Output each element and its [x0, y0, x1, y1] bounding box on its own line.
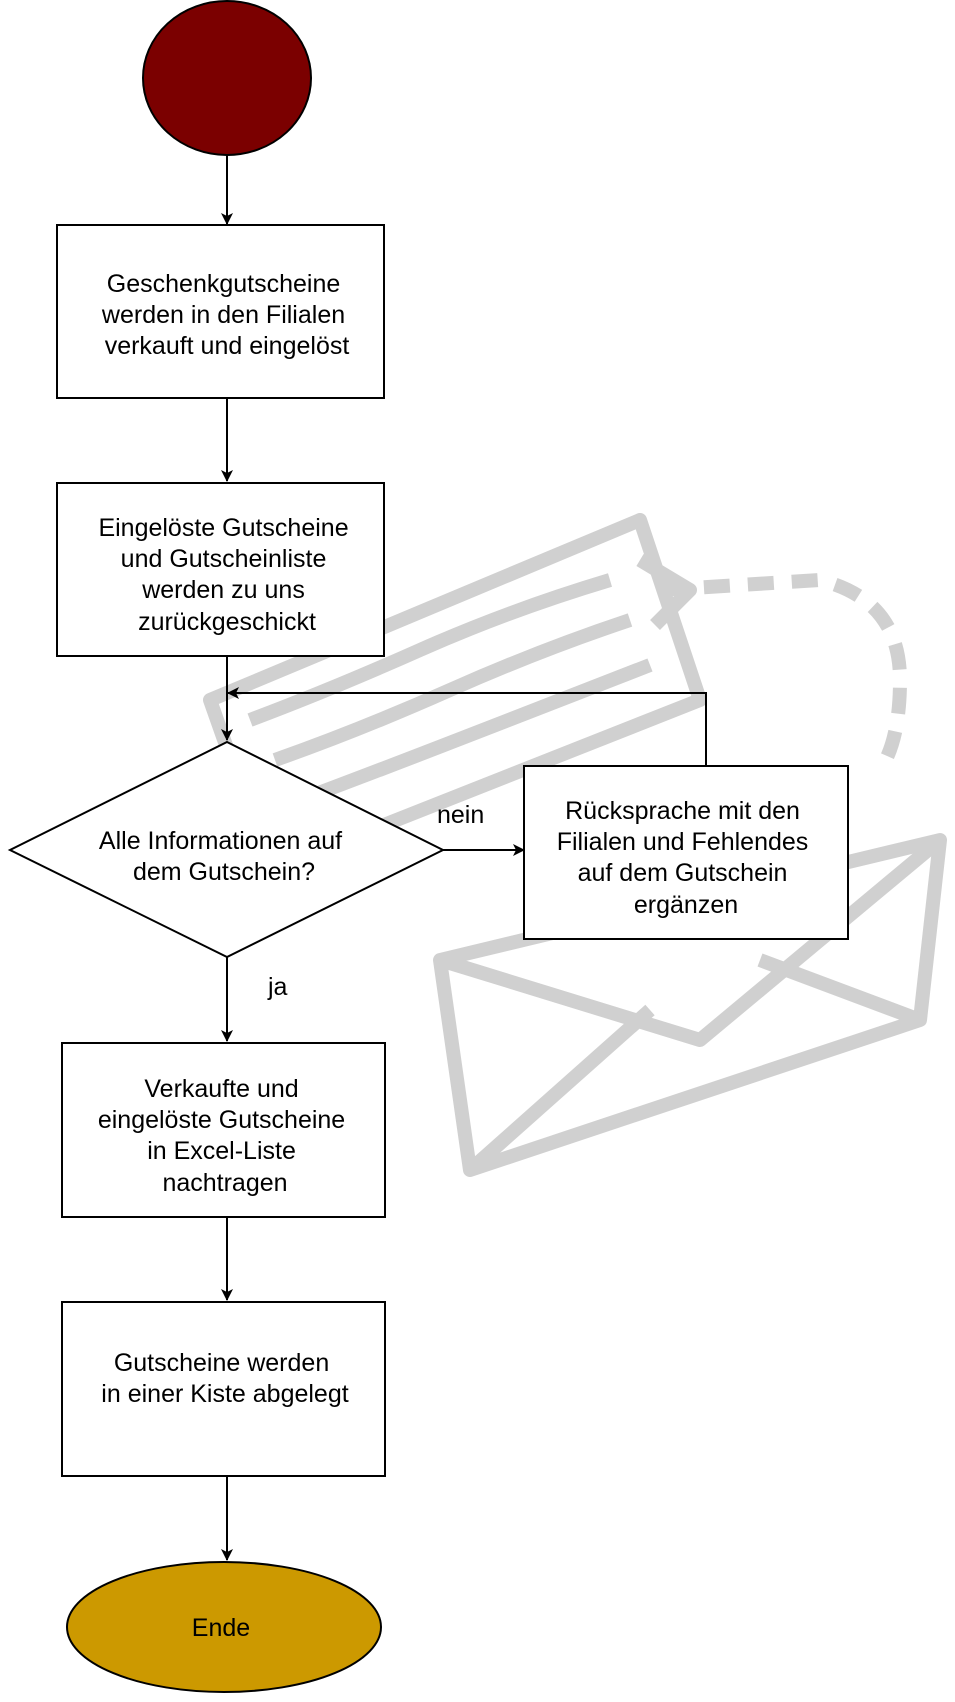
decision-diamond — [7, 740, 446, 959]
branch-label-yes: ja — [267, 973, 288, 1001]
end-node — [66, 1561, 382, 1693]
process-box-sell-redeem — [56, 224, 385, 399]
end-text: Ende — [192, 1614, 250, 1642]
connector-feedback-loop — [227, 687, 707, 766]
process-text-sell-redeem: Geschenkgutscheine werden in den Filiale… — [101, 270, 352, 360]
process-box-excel — [61, 1042, 386, 1218]
process-text-follow-up: Rücksprache mit den Filialen und Fehlend… — [557, 797, 816, 919]
process-text-excel: Verkaufte und eingelöste Gutscheine in E… — [98, 1075, 352, 1197]
process-text-return: Eingelöste Gutscheine und Gutscheinliste… — [98, 514, 355, 636]
start-node — [142, 0, 312, 156]
process-box-follow-up — [523, 765, 849, 940]
process-box-archive — [61, 1301, 386, 1477]
process-text-archive: Gutscheine werden in einer Kiste abgeleg… — [101, 1349, 348, 1408]
process-box-return — [56, 482, 385, 657]
branch-label-no: nein — [437, 801, 484, 829]
decision-text: Alle Informationen auf dem Gutschein? — [99, 827, 349, 886]
